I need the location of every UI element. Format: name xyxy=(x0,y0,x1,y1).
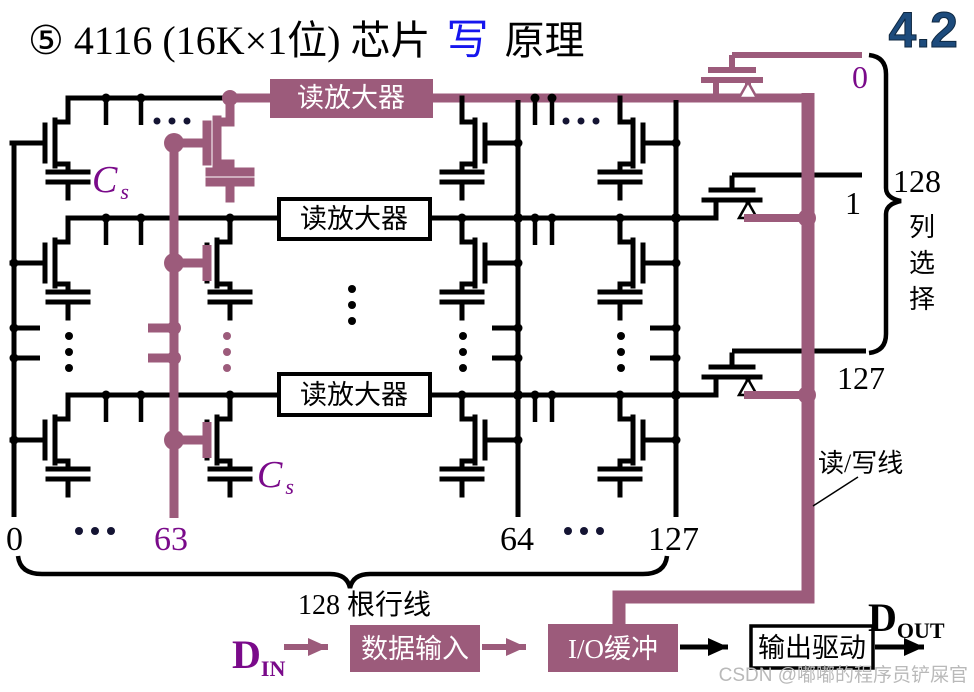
section-number: 4.2 xyxy=(888,2,958,58)
memory-cell xyxy=(11,394,89,496)
memory-cell xyxy=(11,217,89,319)
row-line-labels: 0 63 64 127 128 根行线 xyxy=(6,521,699,621)
column-select-word-1: 列 xyxy=(909,213,935,242)
read-write-line: 读/写线 xyxy=(612,93,903,632)
d-out-label: DOUT xyxy=(868,595,945,643)
memory-cell xyxy=(173,394,251,496)
column-select-transistor-127 xyxy=(702,353,762,397)
memory-cell xyxy=(599,394,677,496)
memory-cell-selected xyxy=(173,97,251,199)
d-in-label: DIN xyxy=(232,632,285,681)
read-write-line-path xyxy=(612,93,815,632)
selected-word-line-junction-dots xyxy=(164,90,238,450)
column-count-label: 128 xyxy=(893,163,941,199)
row-lines-brace xyxy=(15,555,670,589)
column-select-transistor-1 xyxy=(702,176,762,220)
watermark: CSDN @嘟嘟的程序员铲屎官 xyxy=(719,664,968,686)
title-highlight-write: 写 xyxy=(446,18,488,64)
word-line-junction-dots xyxy=(9,138,681,445)
row-label-64: 64 xyxy=(500,521,534,558)
io-buffer-box xyxy=(548,624,678,672)
sense-amp-label: 读放大器 xyxy=(300,204,408,234)
io-buffer-label: I/O缓冲 xyxy=(568,634,658,664)
data-input-label: 数据输入 xyxy=(361,634,469,664)
memory-cell xyxy=(441,217,519,319)
sense-amp-box-2 xyxy=(277,372,432,417)
column-select-transistor-0 xyxy=(702,56,762,100)
column-select: 0 1 127 128 列 选 择 xyxy=(702,52,941,399)
word-line-stubs xyxy=(14,325,676,361)
read-write-line-label: 读/写线 xyxy=(818,449,903,478)
memory-cell xyxy=(599,97,677,199)
sense-amp-label: 读放大器 xyxy=(300,380,408,410)
row-label-0: 0 xyxy=(6,521,23,558)
row-dots-left xyxy=(75,527,115,535)
row-lines-count-label: 128 根行线 xyxy=(298,589,431,621)
row-dots-right xyxy=(564,527,604,535)
output-driver-label: 输出驱动 xyxy=(758,633,866,663)
column-select-word-3: 择 xyxy=(909,285,935,314)
column-select-brace xyxy=(868,52,902,356)
column-label-0: 0 xyxy=(852,59,868,95)
sense-amplifiers: 读放大器 读放大器 读放大器 xyxy=(270,79,433,417)
column-label-1: 1 xyxy=(845,185,861,221)
data-input-box xyxy=(350,625,480,672)
ellipsis-dots xyxy=(65,117,625,372)
row-label-127: 127 xyxy=(648,521,699,558)
memory-cell xyxy=(599,217,677,319)
sense-amp-box-1 xyxy=(277,197,432,241)
memory-cell xyxy=(441,97,519,199)
datapath: DIN 数据输入 I/O缓冲 输出驱动 DOUT xyxy=(232,595,945,681)
column-label-127: 127 xyxy=(837,360,885,396)
sense-amp-box-0-highlighted xyxy=(270,79,433,118)
output-driver-box xyxy=(749,624,875,670)
memory-cell xyxy=(441,394,519,496)
row-label-63: 63 xyxy=(154,521,188,558)
memory-cell xyxy=(11,97,89,199)
memory-cell xyxy=(173,217,251,319)
label-leader-line xyxy=(812,476,859,507)
sense-amp-label: 读放大器 xyxy=(297,83,405,113)
column-select-word-2: 选 xyxy=(909,249,935,278)
